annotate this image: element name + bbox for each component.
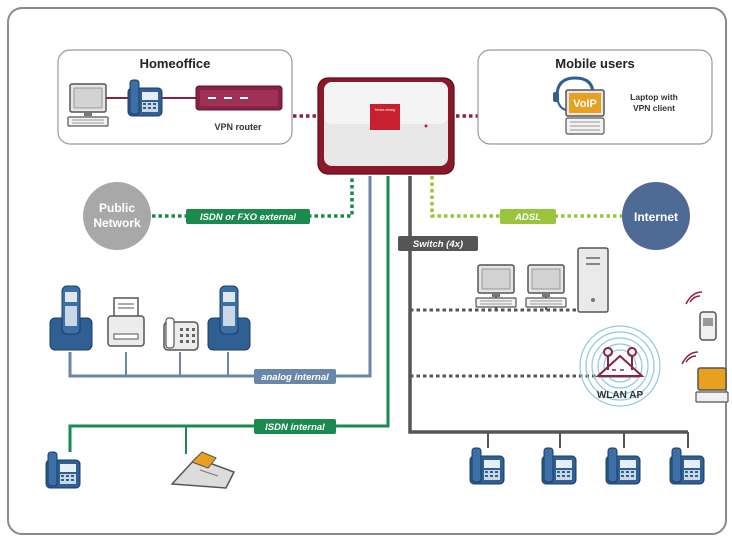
- mobile-users-title: Mobile users: [555, 56, 634, 71]
- card-terminal-icon: [170, 451, 236, 489]
- fax-machine-icon: [107, 297, 145, 347]
- internet-label: Internet: [634, 210, 678, 224]
- analog-internal-tag: analog internal: [254, 369, 336, 384]
- homeoffice-title: Homeoffice: [140, 56, 211, 71]
- svg-text:analog internal: analog internal: [261, 372, 329, 383]
- isdn-internal-line: [68, 176, 390, 452]
- headset-icon: [553, 76, 595, 111]
- switch-tag: Switch (4x): [398, 236, 478, 251]
- device-logo-plate: [370, 104, 400, 130]
- dect-phone-icon-1: [49, 285, 93, 351]
- analog-internal-line: [68, 176, 372, 378]
- wlan-ap: WLAN AP: [579, 325, 661, 407]
- homeoffice-pc-icon: [67, 83, 109, 127]
- device-brand-label: bintec elmeg: [375, 108, 395, 112]
- public-network-label-1: Public: [99, 201, 135, 215]
- voip-label: VoIP: [573, 98, 597, 110]
- homeoffice-box: Homeoffice VPN router: [57, 49, 293, 145]
- isdn-external-tag: ISDN or FXO external: [186, 209, 310, 224]
- switch-pc-icon-1: [475, 264, 517, 308]
- switch-pc-icon-2: [525, 264, 567, 308]
- laptop-icon: VoIP: [565, 89, 605, 135]
- vpn-router-icon: [195, 85, 283, 111]
- adsl-tag: ADSL: [500, 209, 556, 224]
- svg-text:ISDN or FXO external: ISDN or FXO external: [200, 212, 296, 223]
- mobile-users-box: Mobile users VoIP Laptop with VPN client: [477, 49, 713, 145]
- central-gateway-device: bintec elmeg: [317, 77, 455, 175]
- mobile-phone-icon: [685, 291, 717, 341]
- adsl-line: [430, 176, 622, 218]
- dect-phone-icon-2: [207, 285, 251, 351]
- vpn-router-label: VPN router: [214, 122, 262, 132]
- wlan-ap-label: WLAN AP: [597, 390, 644, 401]
- svg-text:ISDN internal: ISDN internal: [265, 422, 325, 433]
- public-network-label-2: Network: [93, 216, 141, 230]
- server-tower-icon: [577, 247, 609, 313]
- switch-trunk-line: [408, 176, 688, 434]
- public-network-cloud: Public Network: [83, 182, 151, 250]
- isdn-internal-tag: ISDN internal: [254, 419, 336, 434]
- svg-text:ADSL: ADSL: [514, 212, 541, 223]
- mobile-caption-line2: VPN client: [633, 103, 675, 113]
- mobile-caption-line1: Laptop with: [630, 92, 678, 102]
- internet-cloud: Internet: [622, 182, 690, 250]
- svg-text:Switch (4x): Switch (4x): [413, 239, 463, 250]
- analog-phone-icon: [163, 317, 199, 351]
- wireless-laptop-icon: [681, 351, 729, 403]
